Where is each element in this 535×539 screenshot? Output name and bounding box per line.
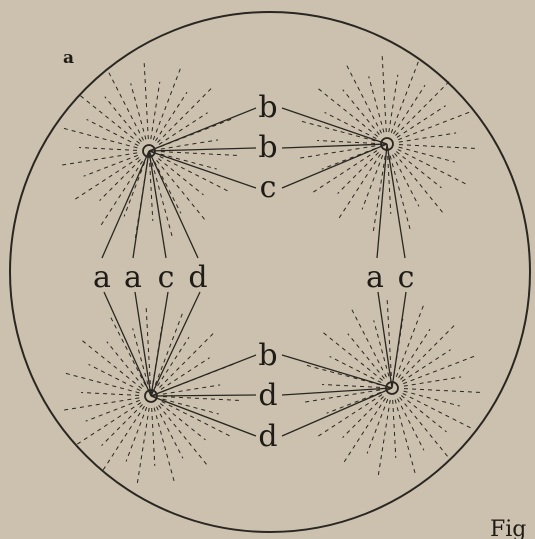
label-right-a: a — [366, 260, 384, 295]
label-bottom-b: b — [258, 338, 277, 373]
figure-caption-fragment: Fig — [490, 517, 526, 539]
label-top-c: c — [260, 170, 277, 205]
label-left-d: d — [188, 260, 207, 295]
label-left-a1: a — [93, 260, 111, 295]
panel-label: a — [63, 48, 74, 68]
label-right-c: c — [398, 260, 415, 295]
label-left-c: c — [158, 260, 175, 295]
label-top-b2: b — [258, 130, 277, 165]
label-left-a2: a — [124, 260, 142, 295]
label-bottom-d2: d — [258, 419, 277, 454]
label-bottom-d1: d — [258, 378, 277, 413]
label-top-b1: b — [258, 90, 277, 125]
